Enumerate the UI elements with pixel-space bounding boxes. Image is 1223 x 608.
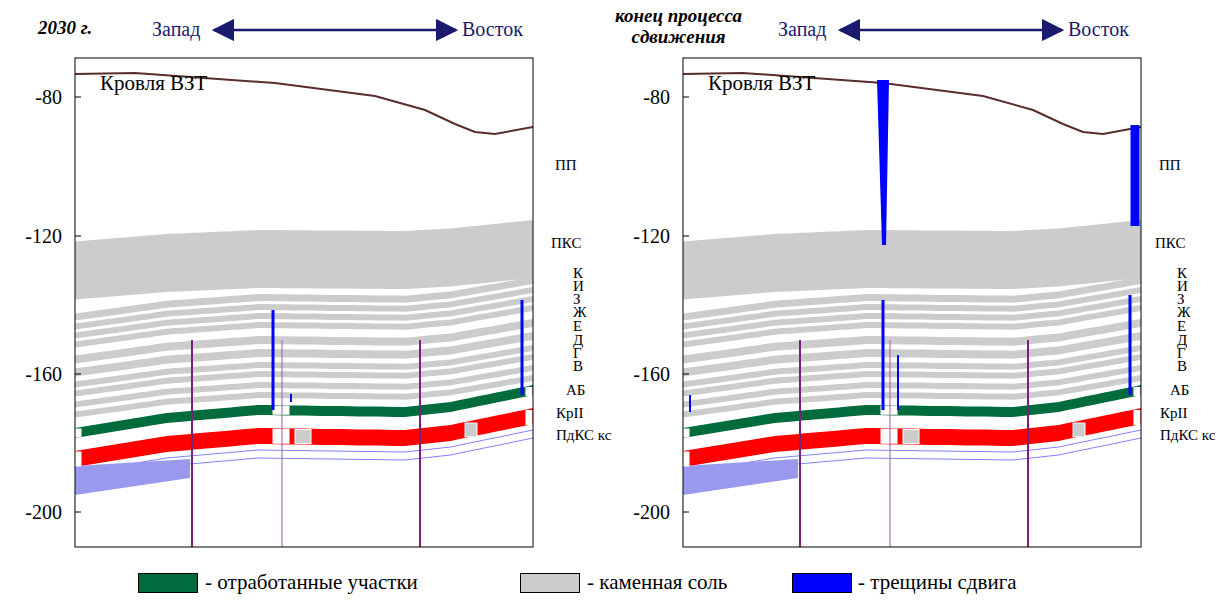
shear-crack: [1129, 295, 1132, 395]
shear-crack: [272, 310, 275, 410]
borehole: [191, 340, 193, 547]
shear-crack: [897, 355, 899, 410]
axis-tick: [683, 236, 689, 237]
pillar: [75, 452, 81, 466]
layer-name: ПдКС кс: [556, 427, 611, 444]
pillar: [1134, 410, 1140, 424]
pillar: [295, 430, 311, 444]
shear-crack: [882, 300, 885, 410]
axis-value: -120: [633, 225, 670, 247]
pillar: [903, 430, 919, 444]
roof-line: [683, 73, 1141, 134]
axis-tick: [683, 97, 689, 98]
pillar: [1134, 387, 1140, 395]
pillar: [526, 387, 532, 395]
lower-layer: [75, 459, 190, 495]
legend-swatch: [792, 573, 852, 593]
direction-arrow: [214, 29, 456, 32]
layer-name: ПП: [1159, 157, 1181, 174]
legend-swatch: [138, 573, 198, 593]
borehole: [282, 340, 283, 547]
pillar: [683, 429, 689, 437]
axis-tick: [75, 374, 81, 375]
layer-name: ПдКС кс: [1160, 427, 1215, 444]
layer-name: В: [573, 358, 583, 375]
direction-arrow: [840, 29, 1062, 32]
shear-crack: [877, 80, 889, 245]
lower-layer: [683, 459, 798, 495]
pillar: [526, 410, 532, 424]
layer-name: АБ: [566, 382, 585, 399]
layer-name: ПП: [555, 157, 577, 174]
panel-title: конец процесса сдвижения: [596, 6, 761, 48]
axis-value: -160: [25, 363, 62, 385]
pillar: [273, 406, 289, 414]
panel-title: 2030 г.: [38, 18, 92, 39]
borehole: [890, 340, 891, 547]
legend-swatch: [520, 573, 580, 593]
layer-name: В: [1177, 358, 1187, 375]
axis-tick: [75, 97, 81, 98]
shear-crack: [521, 300, 524, 395]
pillar: [75, 429, 81, 437]
pillar: [273, 429, 289, 443]
axis-tick: [683, 374, 689, 375]
direction-label: Запад: [778, 18, 826, 40]
roof-line: [75, 73, 533, 134]
axis-value: -120: [25, 225, 62, 247]
plot-frame: [75, 58, 533, 547]
axis-tick: [683, 512, 689, 513]
shear-crack: [689, 395, 691, 412]
layer-name: КрII: [1160, 405, 1188, 422]
layer-name: КрII: [556, 405, 584, 422]
borehole: [1027, 340, 1029, 547]
axis-tick: [75, 512, 81, 513]
layer-name: ПКС: [1155, 235, 1185, 252]
axis-value: -200: [25, 501, 62, 523]
borehole: [419, 340, 421, 547]
pillar: [881, 429, 897, 443]
axis-value: -160: [633, 363, 670, 385]
legend-text: - каменная соль: [587, 571, 727, 594]
direction-label: Восток: [1068, 18, 1129, 40]
layer-name: АБ: [1170, 382, 1189, 399]
legend-text: - отработанные участки: [205, 571, 418, 594]
borehole: [799, 340, 801, 547]
shear-crack: [290, 394, 292, 402]
legend-text: - трещины сдвига: [858, 571, 1017, 594]
axis-value: -80: [643, 86, 670, 108]
axis-tick: [75, 236, 81, 237]
pillar: [465, 423, 477, 437]
pillar: [1073, 423, 1085, 437]
axis-value: -200: [633, 501, 670, 523]
axis-value: -80: [35, 86, 62, 108]
direction-label: Восток: [462, 18, 523, 40]
shear-crack: [1131, 125, 1140, 226]
plot-frame: [683, 58, 1141, 547]
layer-name: ПКС: [551, 235, 581, 252]
salt-layer: [683, 220, 1141, 300]
direction-label: Запад: [152, 18, 200, 40]
roof-label: Кровля ВЗТ: [708, 72, 815, 95]
pillar: [683, 452, 689, 466]
roof-label: Кровля ВЗТ: [100, 72, 207, 95]
salt-layer: [75, 220, 533, 300]
